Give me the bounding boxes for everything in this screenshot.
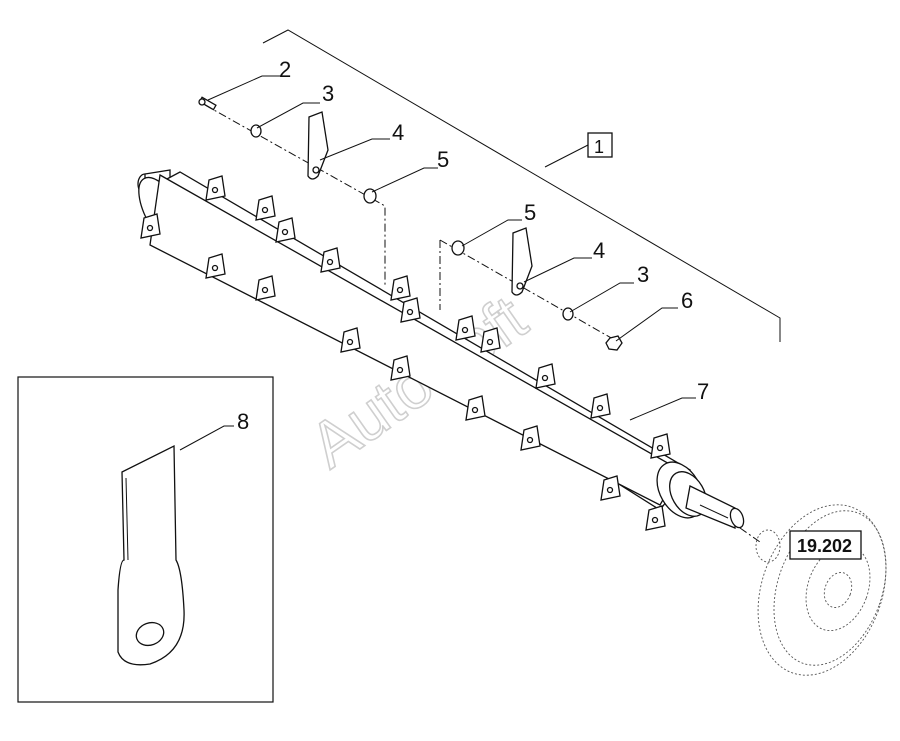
- lug-hole: [471, 406, 479, 414]
- callout-4-lower: 4: [593, 238, 605, 263]
- lug-hole: [461, 326, 469, 334]
- lug-hole: [541, 374, 549, 382]
- lug-hole: [596, 404, 604, 412]
- callout-3-lower: 3: [637, 262, 649, 287]
- knife-part: [307, 111, 329, 180]
- callout-8: 8: [237, 409, 249, 434]
- inset-detail: [17, 376, 274, 703]
- mounting-lugs: [140, 175, 671, 531]
- callout-4-upper: 4: [392, 120, 404, 145]
- callout-1-box: [587, 132, 613, 158]
- lug-hole: [326, 258, 334, 266]
- lug-hole: [396, 286, 404, 294]
- lug-hole: [651, 516, 659, 524]
- bolt-part: [198, 96, 217, 111]
- lug-hole: [261, 206, 269, 214]
- callout-3-upper: 3: [322, 81, 334, 106]
- pulley: [739, 504, 887, 676]
- lug-hole: [396, 366, 404, 374]
- leader-lines: [179, 75, 696, 451]
- callout-6: 6: [681, 288, 693, 313]
- lug-hole: [526, 436, 534, 444]
- spacer-part: [363, 188, 377, 204]
- lug-hole: [211, 264, 219, 272]
- lug-hole: [146, 224, 154, 232]
- hardware-set-2: [451, 227, 623, 351]
- assembly-bracket: [262, 29, 781, 342]
- assembly-lines: [204, 104, 621, 344]
- callout-5-upper: 5: [437, 147, 449, 172]
- reference-label: 19.202: [797, 536, 852, 556]
- knife-part-2: [511, 227, 533, 296]
- callout-1: 1: [594, 137, 604, 157]
- lug-hole: [606, 486, 614, 494]
- callouts: 1 2 3 4 5 5 4 3 6 7 8: [237, 57, 709, 434]
- callout-5-lower: 5: [524, 200, 536, 225]
- callout-7: 7: [697, 379, 709, 404]
- callout-2: 2: [279, 57, 291, 82]
- lug-hole: [486, 338, 494, 346]
- washer-part: [250, 124, 262, 138]
- lug-hole: [346, 338, 354, 346]
- inset-knife: [117, 444, 185, 666]
- spacer-part-2: [451, 240, 465, 256]
- washer-part-2: [562, 307, 574, 321]
- rotor-shaft: [137, 169, 745, 529]
- lug-hole: [281, 228, 289, 236]
- lug-hole: [261, 286, 269, 294]
- lug-hole: [406, 308, 414, 316]
- hardware-set-1: [198, 96, 377, 204]
- lug-hole: [211, 186, 219, 194]
- lug-hole: [656, 444, 664, 452]
- reference-box: 19.202: [789, 530, 862, 560]
